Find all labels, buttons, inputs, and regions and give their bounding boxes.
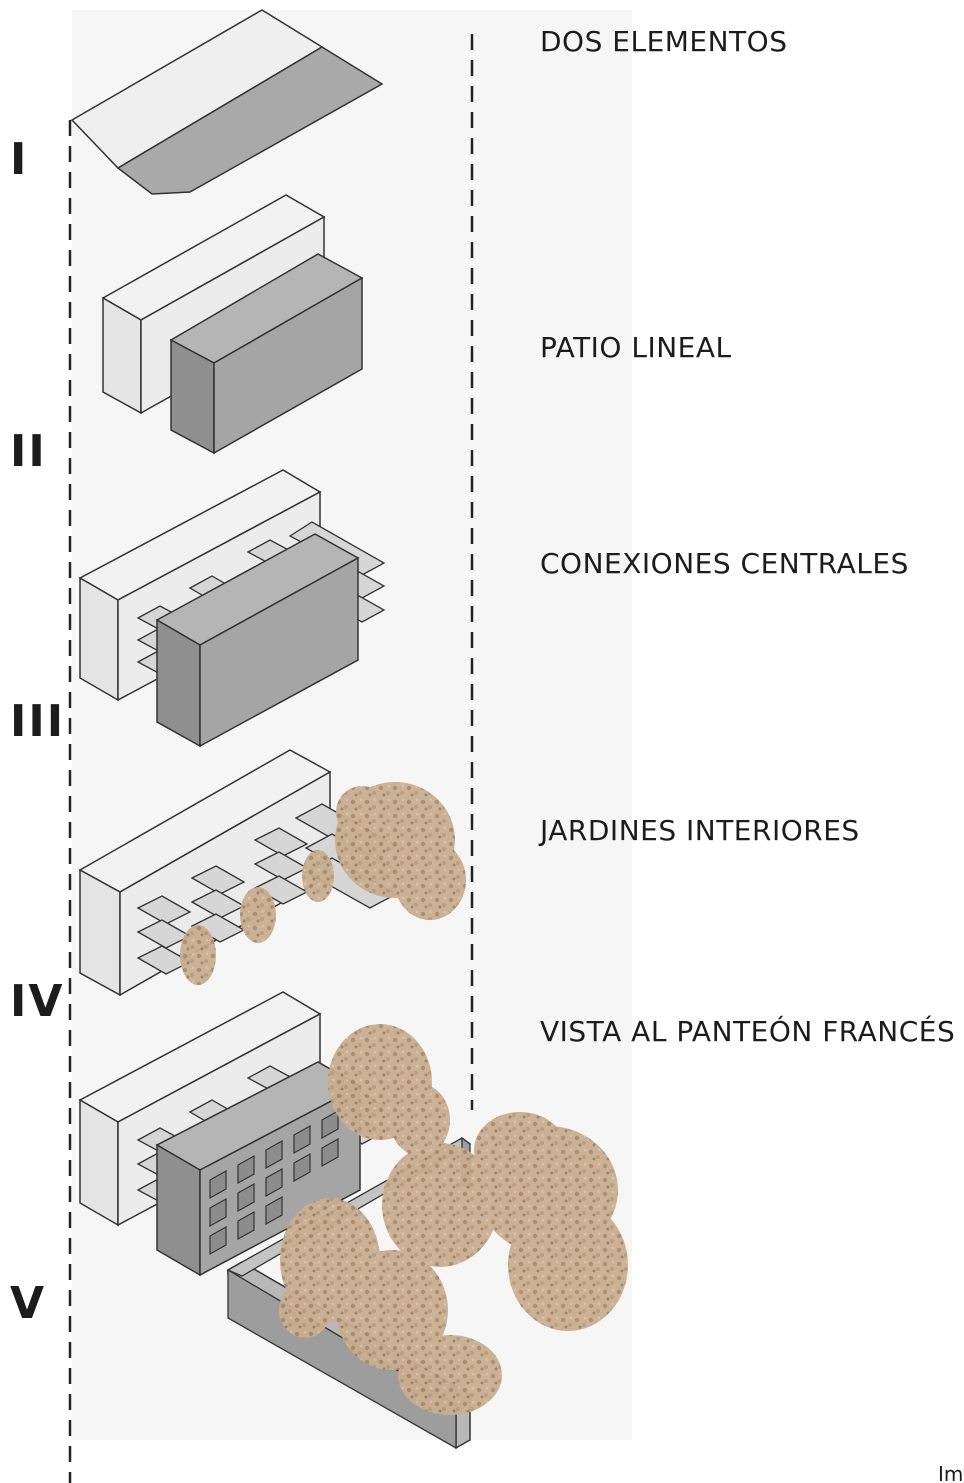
image-credit: Im <box>938 1462 964 1483</box>
step-label-2: PATIO LINEAL <box>540 331 732 364</box>
step-4-drawing <box>78 749 466 997</box>
step-1-drawing <box>70 9 384 195</box>
step-numeral-4: IV <box>10 976 65 1027</box>
step-2-drawing <box>101 194 364 455</box>
step-numeral-5: V <box>10 1278 47 1329</box>
facade-windows <box>209 1109 339 1256</box>
step-numeral-1: I <box>10 134 29 185</box>
tree-cluster <box>180 782 466 985</box>
step-label-4: JARDINES INTERIORES <box>540 814 860 847</box>
step-label-5: VISTA AL PANTEÓN FRANCÉS <box>540 1015 956 1048</box>
slab-dark <box>116 46 384 195</box>
tree-cluster <box>279 1024 628 1415</box>
step-5-drawing <box>78 991 628 1450</box>
step-numeral-3: III <box>10 696 66 747</box>
step-label-3: CONEXIONES CENTRALES <box>540 547 909 580</box>
step-label-1: DOS ELEMENTOS <box>540 25 788 58</box>
step-3-drawing <box>78 469 386 748</box>
step-numeral-2: II <box>10 426 47 477</box>
